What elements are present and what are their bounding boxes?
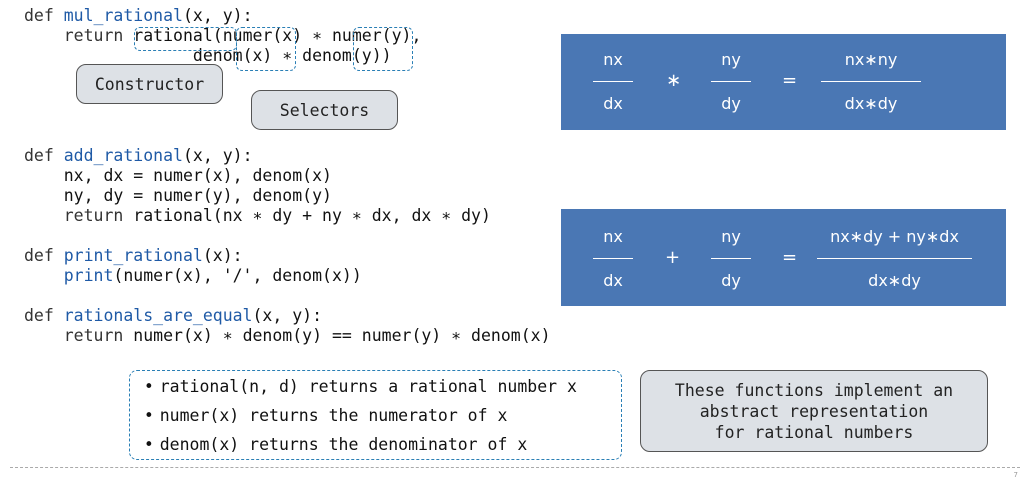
function-name-rationals-are-equal: rationals_are_equal [63,306,253,325]
denominator: dx [603,271,623,290]
plus-operator: + [665,247,681,268]
callout-line: abstract representation [699,401,929,421]
api-summary-box: rational(n, d) returns a rational number… [129,370,622,460]
denominator: dx∗dy [868,271,921,290]
numerator: nx [603,227,623,246]
footer-divider [10,467,1020,468]
fraction-bar [817,258,972,259]
page-number: 7 [1013,471,1018,479]
fraction-bar [593,81,633,82]
numerator: ny [721,50,741,69]
mul-formula-panel: nx dx ∗ ny dy = nx∗ny dx∗dy [561,34,1006,130]
numer-call-y: numer [331,26,382,45]
add-formula-panel: nx dx + ny dy = nx∗dy + ny∗dx dx∗dy [561,209,1006,306]
constructor-callout: Constructor [76,64,223,104]
fraction-result: nx∗ny dx∗dy [821,50,921,113]
denom-arg-x: (x) ∗ [242,46,303,65]
equals-sign: = [782,70,798,91]
fraction-ny-dy: ny dy [711,227,751,290]
add-rational-code: def add_rational(x, y): nx, dx = numer(x… [24,146,491,226]
abstraction-callout-text: These functions implement an abstract re… [675,380,953,443]
numerator: ny [721,227,741,246]
denominator: dx∗dy [844,94,898,113]
function-name-add-rational: add_rational [63,146,183,165]
denominator: dx [603,94,623,113]
numerator: nx∗dy + ny∗dx [830,227,959,246]
bullet-text: denom(x) returns the denominator of x [159,435,528,454]
selectors-callout: Selectors [251,90,398,130]
def-keyword: def [24,6,54,25]
fraction-bar [711,81,751,82]
return-keyword: return [63,326,124,345]
fraction-bar [593,258,633,259]
print-rational-code: def print_rational(x): print(numer(x), '… [24,246,362,286]
fraction-bar [821,81,921,82]
fraction-nx-dx: nx dx [593,227,633,290]
equals-sign: = [782,247,798,268]
def-keyword: def [24,306,54,325]
fraction-result: nx∗dy + ny∗dx dx∗dy [817,227,972,290]
paren: ( [212,26,223,45]
return-keyword: return [63,26,124,45]
def-keyword: def [24,146,54,165]
params: (x, y): [252,306,323,325]
bullet-text: rational(n, d) returns a rational number… [159,377,577,396]
return-keyword: return [63,206,124,225]
api-summary-list: rational(n, d) returns a rational number… [130,371,621,462]
return-expression: rational(nx ∗ dy + ny ∗ dx, dx ∗ dy) [123,206,491,225]
params: (x): [202,246,243,265]
multiply-operator: ∗ [666,70,682,91]
denom-arg-y: (y)) [351,46,392,65]
constructor-label: Constructor [94,74,205,94]
code-line: nx, dx = numer(x), denom(x) [24,166,332,185]
params: (x, y): [182,146,253,165]
denominator: dy [721,271,741,290]
function-name-print-rational: print_rational [63,246,203,265]
denominator: dy [721,94,741,113]
bullet-text: numer(x) returns the numerator of x [159,406,508,425]
list-item: denom(x) returns the denominator of x [144,433,621,462]
abstraction-callout: These functions implement an abstract re… [640,370,988,452]
list-item: numer(x) returns the numerator of x [144,404,621,433]
numerator: nx∗ny [844,50,898,69]
mul-rational-code: def mul_rational(x, y): return rational(… [24,6,421,66]
denom-call-y: denom [302,46,352,65]
params: (x, y): [182,6,253,25]
numerator: nx [603,50,623,69]
selector-highlight-numer-y [353,27,413,71]
callout-line: for rational numbers [714,422,914,442]
print-arguments: (numer(x), '/', denom(x)) [113,266,362,285]
print-builtin: print [63,266,114,285]
constructor-highlight [134,27,237,51]
fraction-nx-dx: nx dx [593,50,633,113]
list-item: rational(n, d) returns a rational number… [144,375,621,404]
fraction-bar [711,258,751,259]
rationals-are-equal-code: def rationals_are_equal(x, y): return nu… [24,306,551,346]
def-keyword: def [24,246,54,265]
constructor-call: rational [123,26,213,45]
code-line: ny, dy = numer(y), denom(y) [24,186,332,205]
fraction-ny-dy: ny dy [711,50,751,113]
return-expression: numer(x) ∗ denom(y) == numer(y) ∗ denom(… [123,326,551,345]
function-name-mul-rational: mul_rational [63,6,183,25]
callout-line: These functions implement an [674,380,954,400]
selectors-label: Selectors [279,100,370,120]
selector-highlight-numer-x [236,27,296,71]
